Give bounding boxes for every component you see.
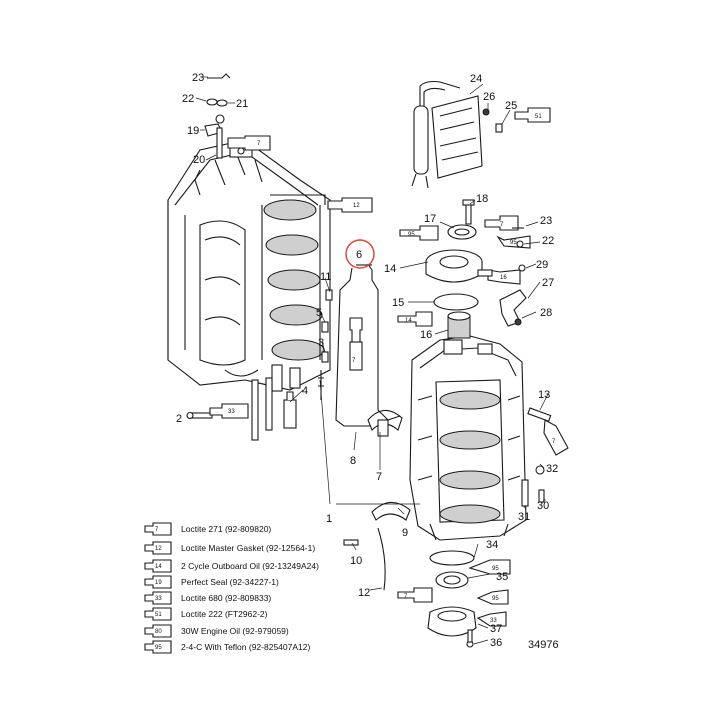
legend-row: 12 Loctite Master Gasket (92-12564-1) [144,541,315,555]
ignition-module [411,80,503,189]
callout-3: 3 [318,337,324,349]
legend-code: 7 [155,527,159,533]
callout-20: 20 [193,154,205,166]
callout-36: 36 [490,637,502,649]
callout-21: 21 [236,98,248,110]
legend-row: 80 30W Engine Oil (92-979059) [144,624,289,638]
callout-2: 2 [176,413,182,425]
callout-11: 11 [320,271,331,283]
tube-code: 12 [353,203,360,209]
lower-parts [343,409,477,648]
sealant-tubes: 7 12 7 33 51 95 7 95 16 14 7 95 7 [209,107,569,627]
legend-row: 19 Perfect Seal (92-34227-1) [144,575,279,589]
highlighted-hose-assembly [335,263,401,427]
legend-row: 51 Loctite 222 (FT2962-2) [144,607,268,621]
crankcase [409,335,527,541]
legend-text: Loctite Master Gasket (92-12564-1) [181,543,315,553]
callout-34: 34 [486,539,498,551]
legend-text: 30W Engine Oil (92-979059) [181,626,289,636]
legend-row: 95 2-4-C With Teflon (92-825407A12) [144,640,310,654]
callout-9: 9 [402,527,408,539]
callout-32: 32 [546,463,558,475]
tube-code: 33 [490,618,497,624]
legend-text: 2 Cycle Outboard Oil (92-13249A24) [181,561,319,571]
tube-code: 33 [228,409,235,415]
callout-8: 8 [350,455,356,467]
tube-code: 7 [404,594,408,600]
legend-code: 12 [155,546,162,552]
tube-code: 7 [552,439,556,445]
crankcase-top-parts [425,199,527,339]
legend-code: 33 [155,596,162,602]
tube-code: 14 [405,318,412,324]
legend-text: Loctite 222 (FT2962-2) [181,609,268,619]
legend-text: 2-4-C With Teflon (92-825407A12) [181,642,310,652]
tube-code: 95 [510,240,517,246]
callout-35: 35 [496,571,508,583]
callout-24: 24 [470,73,482,85]
legend-code: 51 [155,612,162,618]
cylinder-block [167,139,331,392]
callout-16: 16 [420,329,432,341]
callout-25: 25 [505,100,517,112]
callout-30: 30 [537,500,549,512]
callout-23: 23 [192,72,204,84]
legend-code: 14 [155,564,162,570]
tube-code: 95 [492,596,499,602]
crankcase-fasteners [521,407,552,507]
callout-17: 17 [424,213,436,225]
leader-lines [190,76,549,645]
legend-text: Loctite 271 (92-809820) [181,524,271,534]
legend-code: 19 [155,580,162,586]
sealant-legend: 7 Loctite 271 (92-809820) 12 Loctite Mas… [144,522,319,654]
callout-22: 22 [182,93,194,105]
callout-13: 13 [538,389,550,401]
legend-row: 14 2 Cycle Outboard Oil (92-13249A24) [144,559,319,573]
callout-31: 31 [518,511,530,523]
callout-12: 12 [358,587,370,599]
callout-labels: 23 22 21 19 20 11 5 3 2 4 1 8 7 9 10 12 … [176,72,558,649]
callout-19: 19 [187,125,199,137]
block-fasteners [186,73,333,441]
callout-29: 29 [536,259,548,271]
legend-row: 7 Loctite 271 (92-809820) [144,522,271,536]
callout-23b: 23 [540,215,552,227]
callout-5: 5 [316,307,322,319]
figure-number: 34976 [528,639,559,651]
tube-code: 7 [500,222,504,228]
callout-1: 1 [326,513,332,525]
callout-14: 14 [384,263,396,275]
callout-28: 28 [540,307,552,319]
highlight-callout-6: 6 [345,239,375,269]
tube-code: 7 [257,141,261,147]
callout-10: 10 [350,555,362,567]
callout-4: 4 [302,385,308,397]
callout-7: 7 [376,471,382,483]
callout-18: 18 [476,193,488,205]
legend-code: 80 [155,629,162,635]
tube-code: 51 [535,114,542,120]
legend-code: 95 [155,645,162,651]
callout-6: 6 [356,249,362,261]
callout-26: 26 [483,91,495,103]
tube-code: 95 [408,232,415,238]
tube-code: 7 [352,358,356,364]
callout-15: 15 [392,297,404,309]
legend-row: 33 Loctite 680 (92-809833) [144,591,271,605]
callout-27: 27 [542,277,554,289]
legend-text: Perfect Seal (92-34227-1) [181,577,279,587]
tube-code: 95 [492,566,499,572]
callout-22b: 22 [542,235,554,247]
tube-code: 16 [500,275,507,281]
legend-text: Loctite 680 (92-809833) [181,593,271,603]
callout-37: 37 [490,623,502,635]
